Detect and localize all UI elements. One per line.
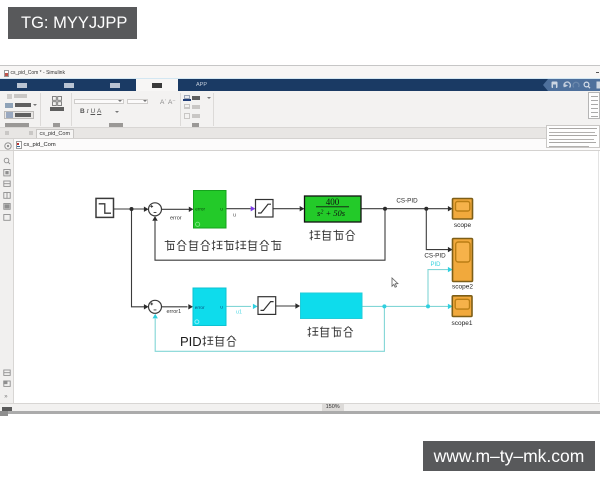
- svg-text:s2 + 50s: s2 + 50s: [317, 208, 346, 218]
- svg-text:u1: u1: [236, 310, 242, 316]
- svg-text:PID: PID: [430, 262, 441, 268]
- svg-text:error: error: [195, 207, 205, 212]
- svg-text:error: error: [195, 305, 205, 310]
- svg-text:scope1: scope1: [452, 320, 473, 327]
- svg-text:error1: error1: [167, 309, 182, 315]
- svg-text:scope: scope: [454, 222, 472, 229]
- svg-text:u: u: [220, 305, 223, 310]
- svg-text:scope2: scope2: [452, 283, 473, 290]
- svg-text:PID: PID: [180, 334, 202, 349]
- svg-text:CS-PID: CS-PID: [396, 198, 418, 205]
- svg-text:»: »: [4, 394, 8, 400]
- svg-text:error: error: [170, 216, 182, 222]
- svg-text:u: u: [233, 212, 236, 218]
- svg-text:u: u: [220, 206, 223, 211]
- svg-text:CS-PID: CS-PID: [424, 252, 446, 259]
- svg-text:400: 400: [326, 197, 340, 207]
